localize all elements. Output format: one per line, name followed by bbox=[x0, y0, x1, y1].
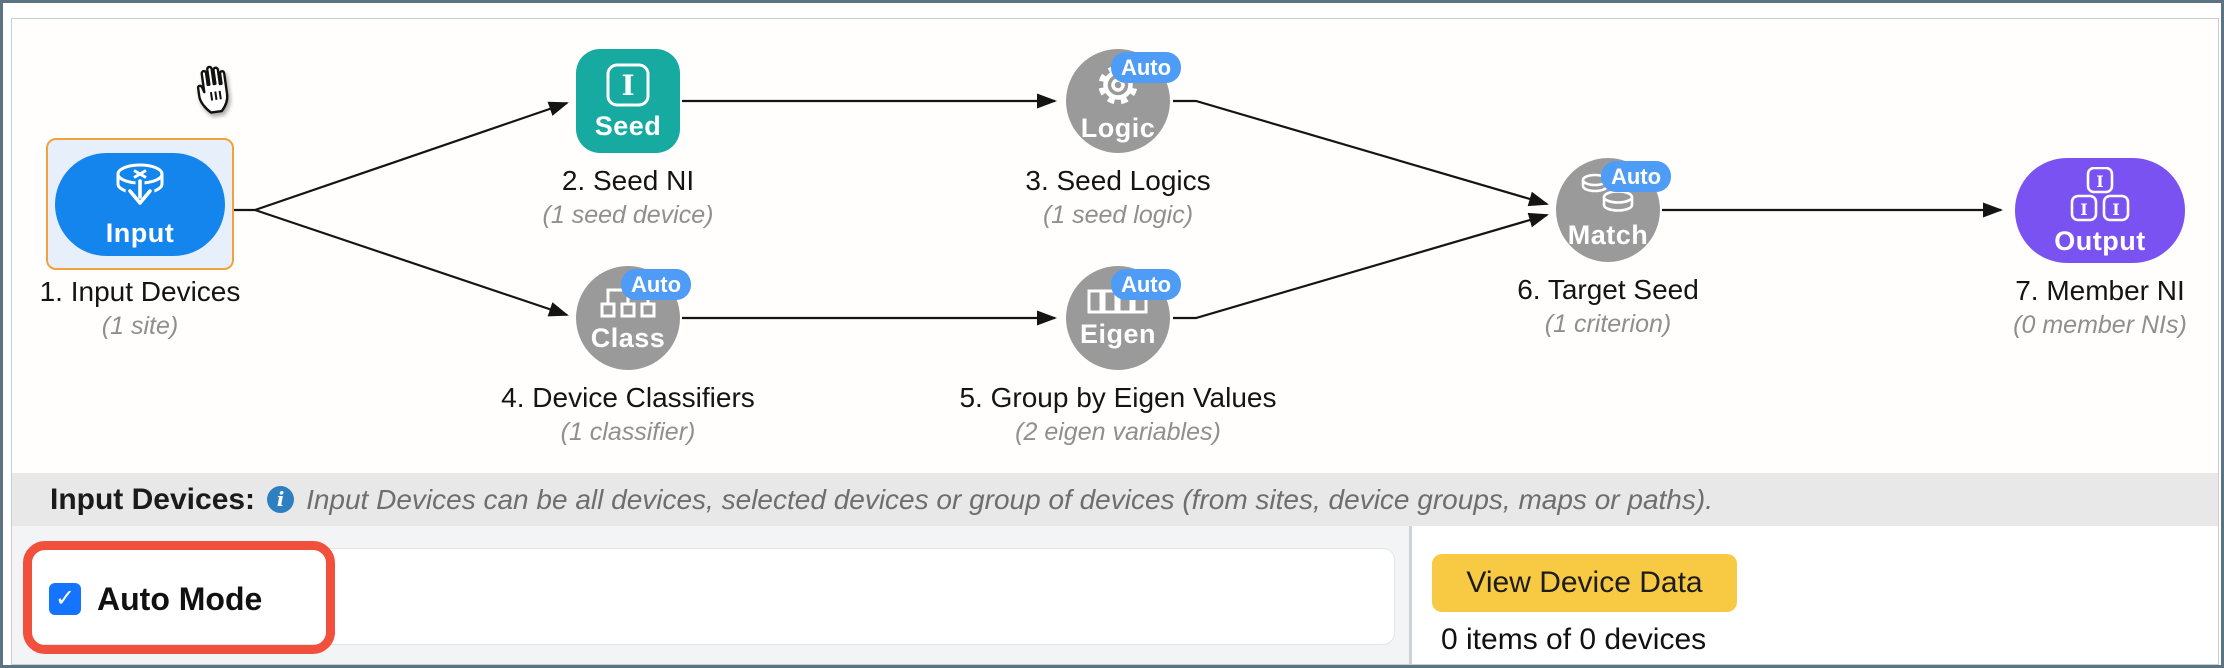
svg-text:I: I bbox=[2112, 200, 2119, 219]
section-title: Input Devices: bbox=[50, 482, 256, 516]
node-seed-ni: I Seed 2. Seed NI (1 seed device) bbox=[458, 49, 798, 230]
node-selection-box: Input bbox=[46, 138, 234, 270]
node-detail-label: (1 seed device) bbox=[542, 201, 714, 229]
seed-interface-icon: I bbox=[606, 63, 650, 107]
view-device-data-button[interactable]: View Device Data bbox=[1432, 554, 1737, 612]
auto-badge: Auto bbox=[1111, 269, 1181, 300]
output-node-shape[interactable]: I I I Output bbox=[2015, 158, 2185, 263]
node-step-label: 1. Input Devices bbox=[39, 276, 241, 307]
node-detail-label: (2 eigen variables) bbox=[1015, 418, 1221, 446]
input-devices-settings-panel bbox=[23, 548, 1395, 645]
node-shape-label: Output bbox=[2054, 225, 2146, 256]
node-input-devices: Input 1. Input Devices (1 site) bbox=[3, 138, 310, 341]
node-step-label: 4. Device Classifiers bbox=[501, 382, 755, 413]
pane-divider bbox=[1409, 526, 1412, 664]
node-shape-label: Seed bbox=[594, 111, 662, 141]
node-device-classifiers: Class Auto 4. Device Classifiers (1 clas… bbox=[458, 266, 798, 447]
svg-text:I: I bbox=[621, 69, 634, 102]
node-detail-label: (0 member NIs) bbox=[2013, 311, 2187, 339]
node-member-ni: I I I Output 7. Member NI (0 member NIs) bbox=[1930, 158, 2221, 340]
node-step-label: 6. Target Seed bbox=[1517, 274, 1699, 305]
input-node-shape[interactable]: Input bbox=[55, 152, 225, 256]
auto-mode-label[interactable]: Auto Mode bbox=[97, 581, 263, 617]
seed-node-shape[interactable]: I Seed bbox=[576, 49, 680, 153]
node-group-by-eigen-values: Eigen Auto 5. Group by Eigen Values (2 e… bbox=[948, 266, 1288, 447]
node-detail-label: (1 criterion) bbox=[1544, 310, 1672, 338]
node-shape-label: Logic bbox=[1080, 113, 1156, 143]
items-status-text: 0 items of 0 devices bbox=[1441, 623, 1707, 656]
node-shape-label: Class bbox=[590, 323, 666, 353]
section-description: Input Devices can be all devices, select… bbox=[306, 483, 1713, 515]
node-detail-label: (1 site) bbox=[101, 312, 179, 340]
output-interfaces-icon: I I I bbox=[2070, 166, 2130, 221]
node-seed-logics: Logic Auto 3. Seed Logics (1 seed logic) bbox=[948, 49, 1288, 230]
database-input-icon bbox=[116, 163, 164, 208]
node-target-seed: Match Auto 6. Target Seed (1 criterion) bbox=[1438, 158, 1778, 339]
auto-badge: Auto bbox=[621, 269, 691, 300]
svg-text:I: I bbox=[2080, 200, 2087, 219]
node-shape-label: Input bbox=[105, 218, 175, 248]
node-step-label: 5. Group by Eigen Values bbox=[959, 382, 1277, 413]
node-step-label: 3. Seed Logics bbox=[1025, 165, 1211, 196]
info-icon[interactable]: i bbox=[267, 486, 295, 513]
auto-mode-checkbox[interactable]: ✓ bbox=[49, 583, 81, 615]
node-step-label: 7. Member NI bbox=[2015, 275, 2185, 306]
node-shape-label: Eigen bbox=[1079, 319, 1156, 349]
section-header-bar: Input Devices: i Input Devices can be al… bbox=[12, 473, 2218, 526]
node-shape-label: Match bbox=[1567, 220, 1649, 250]
node-detail-label: (1 classifier) bbox=[560, 418, 696, 446]
svg-text:I: I bbox=[2096, 172, 2103, 191]
node-detail-label: (1 seed logic) bbox=[1042, 201, 1194, 229]
red-highlight-annotation bbox=[23, 541, 335, 654]
hand-grab-cursor bbox=[196, 65, 229, 114]
node-step-label: 2. Seed NI bbox=[561, 165, 695, 196]
auto-badge: Auto bbox=[1601, 161, 1671, 192]
auto-badge: Auto bbox=[1111, 52, 1181, 83]
